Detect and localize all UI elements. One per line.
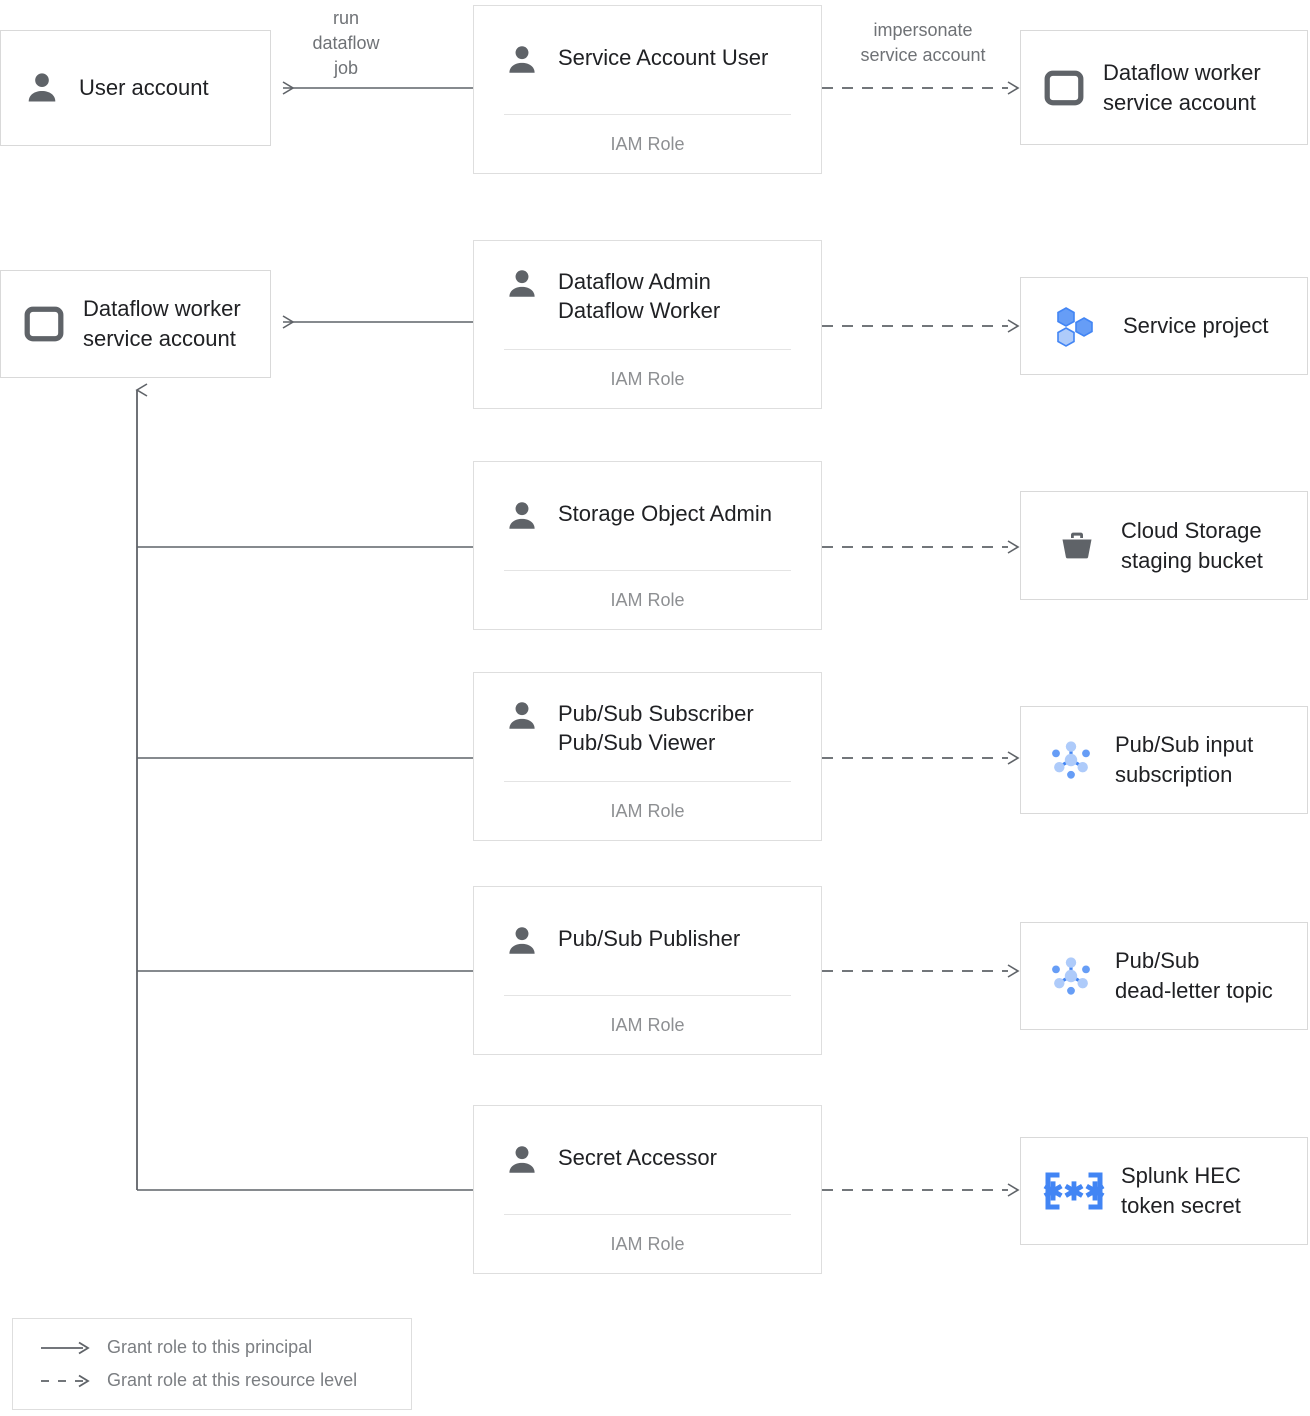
role-name: Service Account User (558, 45, 769, 70)
legend-row-dashed: Grant role at this resource level (39, 1370, 411, 1391)
card-divider (504, 995, 791, 996)
person-icon (504, 42, 540, 78)
node-cloud-storage-bucket-label: Cloud Storage staging bucket (1121, 517, 1263, 573)
node-user-account-label: User account (79, 75, 209, 100)
legend-label: Grant role at this resource level (107, 1370, 358, 1390)
role-card-service-account-user[interactable]: Service Account User IAM Role (473, 5, 822, 174)
iam-role-label: IAM Role (610, 1233, 685, 1254)
card-divider (504, 1214, 791, 1215)
legend: Grant role to this principal Grant role … (12, 1318, 412, 1410)
edge-caption-impersonate-service-account: impersonate service account (860, 20, 986, 65)
card-divider (504, 570, 791, 571)
role-card-dataflow-admin-worker[interactable]: Dataflow Admin Dataflow Worker IAM Role (473, 240, 822, 409)
role-name: Pub/Sub Publisher (558, 926, 741, 951)
role-name: Dataflow Admin Dataflow Worker (558, 268, 721, 323)
role-card-pubsub-publisher[interactable]: Pub/Sub Publisher IAM Role (473, 886, 822, 1055)
edge-caption-run-dataflow-job: run dataflow job (312, 8, 380, 78)
role-name: Secret Accessor (558, 1145, 717, 1170)
node-splunk-hec-token-secret-label: Splunk HEC token secret (1121, 1163, 1241, 1218)
node-service-project-label: Service project (1123, 313, 1269, 338)
node-user-account[interactable]: User account (0, 30, 271, 146)
node-pubsub-dead-letter-topic-label: Pub/Sub dead-letter topic (1115, 948, 1273, 1003)
node-service-project[interactable]: Service project (1020, 277, 1308, 375)
service-account-icon (1043, 67, 1085, 109)
node-dataflow-worker-service-account-right[interactable]: Dataflow worker service account (1020, 30, 1308, 145)
iam-role-label: IAM Role (610, 368, 685, 389)
node-pubsub-input-subscription[interactable]: Pub/Sub input subscription (1020, 706, 1308, 814)
card-divider (504, 114, 791, 115)
legend-label: Grant role to this principal (107, 1337, 313, 1357)
svg-text:✱✱✱: ✱✱✱ (1043, 1178, 1105, 1206)
person-icon (504, 1142, 540, 1178)
role-card-secret-accessor[interactable]: Secret Accessor IAM Role (473, 1105, 822, 1274)
role-name: Storage Object Admin (558, 501, 773, 526)
person-icon (504, 266, 540, 302)
node-splunk-hec-token-secret[interactable]: ✱✱✱ Splunk HEC token secret (1020, 1137, 1308, 1245)
service-account-icon (23, 303, 65, 345)
node-pubsub-input-subscription-label: Pub/Sub input subscription (1115, 732, 1254, 787)
dashed-arrow-icon (39, 1373, 91, 1389)
cloud-storage-bucket-icon (1055, 524, 1099, 568)
node-cloud-storage-staging-bucket[interactable]: Cloud Storage staging bucket (1020, 491, 1308, 600)
iam-role-label: IAM Role (610, 800, 685, 821)
secret-manager-icon: ✱✱✱ (1043, 1170, 1105, 1212)
node-dataflow-worker-sa-left-label: Dataflow worker service account (83, 296, 241, 351)
person-icon (504, 923, 540, 959)
pubsub-icon (1045, 950, 1097, 1002)
card-divider (504, 349, 791, 350)
person-icon (504, 498, 540, 534)
legend-row-solid: Grant role to this principal (39, 1337, 411, 1358)
role-card-pubsub-subscriber-viewer[interactable]: Pub/Sub Subscriber Pub/Sub Viewer IAM Ro… (473, 672, 822, 841)
iam-role-label: IAM Role (610, 133, 685, 154)
role-card-storage-object-admin[interactable]: Storage Object Admin IAM Role (473, 461, 822, 630)
iam-role-label: IAM Role (610, 589, 685, 610)
solid-arrow-icon (39, 1340, 91, 1356)
node-dataflow-worker-service-account-left[interactable]: Dataflow worker service account (0, 270, 271, 378)
card-divider (504, 781, 791, 782)
node-dataflow-worker-sa-right-label: Dataflow worker service account (1103, 59, 1261, 115)
node-pubsub-dead-letter-topic[interactable]: Pub/Sub dead-letter topic (1020, 922, 1308, 1030)
person-icon (23, 69, 61, 107)
project-hexagons-icon (1053, 302, 1101, 350)
iam-role-label: IAM Role (610, 1014, 685, 1035)
person-icon (504, 698, 540, 734)
pubsub-icon (1045, 734, 1097, 786)
role-name: Pub/Sub Subscriber Pub/Sub Viewer (558, 700, 754, 755)
